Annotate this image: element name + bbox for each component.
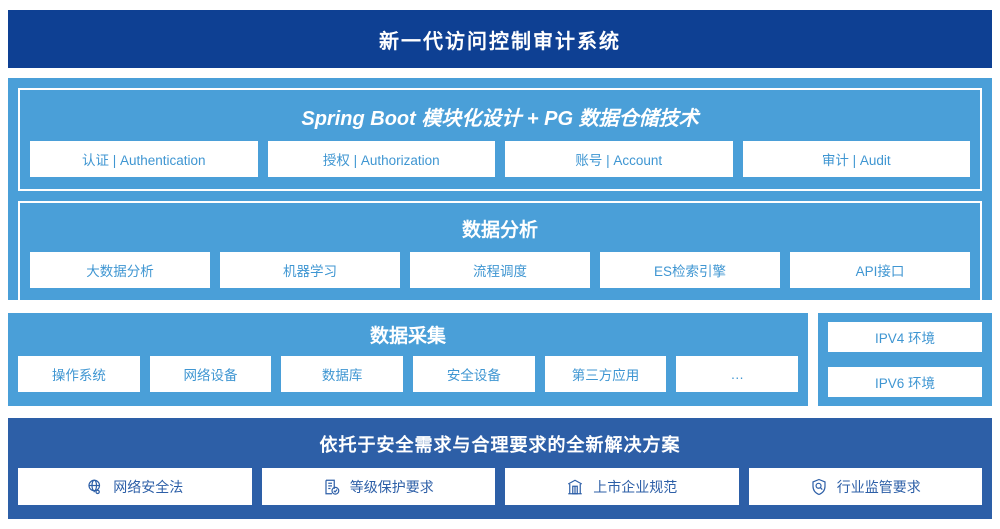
chip-api-interface[interactable]: API接口 [790,252,970,288]
platform-panel: Spring Boot 模块化设计 + PG 数据仓储技术 认证 | Authe… [8,78,992,302]
solution-title: 依托于安全需求与合理要求的全新解决方案 [319,435,681,455]
chip-ipv4-environment[interactable]: IPV4 环境 [828,322,982,352]
chip-operating-system-label: 操作系统 [51,368,106,383]
chip-es-search-engine-label: ES检索引擎 [653,264,726,279]
chip-cybersecurity-law[interactable]: 网络安全法 [18,468,252,505]
collection-row: 数据采集 操作系统 网络设备 数据库 安全设备 第三方应用 … [8,313,992,406]
chip-listed-company-standard[interactable]: 上市企业规范 [505,468,739,505]
shield-search-icon [810,478,828,496]
page-title: 新一代访问控制审计系统 [379,30,621,53]
chip-network-device-label: 网络设备 [183,368,238,383]
chip-database[interactable]: 数据库 [281,356,404,392]
chip-classified-protection[interactable]: 等级保护要求 [261,468,495,505]
solution-panel: 依托于安全需求与合理要求的全新解决方案 网络安全法 [8,418,992,519]
chip-ipv6-environment[interactable]: IPV6 环境 [828,367,982,397]
chip-ipv6-environment-label: IPV6 环境 [874,376,936,391]
chip-industry-supervision[interactable]: 行业监管要求 [748,468,982,505]
chip-operating-system[interactable]: 操作系统 [18,356,140,392]
chip-network-device[interactable]: 网络设备 [149,356,272,392]
chip-industry-supervision-label: 行业监管要求 [836,478,921,495]
platform-section-springboot: Spring Boot 模块化设计 + PG 数据仓储技术 认证 | Authe… [18,88,982,191]
chip-account-label: 账号 | Account [575,153,663,168]
chip-api-interface-label: API接口 [855,264,905,279]
chip-es-search-engine[interactable]: ES检索引擎 [600,252,780,288]
chip-big-data-analysis-label: 大数据分析 [86,264,154,279]
chip-authorization[interactable]: 授权 | Authorization [267,141,495,177]
platform-section-springboot-title: Spring Boot 模块化设计 + PG 数据仓储技术 [301,108,699,130]
chip-authorization-label: 授权 | Authorization [322,153,440,168]
chip-authentication-label: 认证 | Authentication [81,153,206,168]
chip-third-party-app-label: 第三方应用 [571,368,640,383]
chip-third-party-app[interactable]: 第三方应用 [544,356,667,392]
document-check-icon [323,478,341,496]
collection-panel: 数据采集 操作系统 网络设备 数据库 安全设备 第三方应用 … [8,313,808,406]
chip-security-device-label: 安全设备 [446,368,501,383]
platform-section-analytics-title: 数据分析 [461,220,538,241]
chip-machine-learning-label: 机器学习 [283,264,337,279]
chip-ipv4-environment-label: IPV4 环境 [874,331,936,346]
chip-classified-protection-label: 等级保护要求 [349,478,434,495]
solution-items: 网络安全法 等级保护要求 [18,468,982,505]
chip-machine-learning[interactable]: 机器学习 [220,252,400,288]
collection-items: 操作系统 网络设备 数据库 安全设备 第三方应用 … [18,356,799,392]
chip-more-label: … [730,366,744,382]
chip-process-scheduling[interactable]: 流程调度 [410,252,590,288]
platform-section-analytics: 数据分析 大数据分析 机器学习 流程调度 ES检索引擎 API接口 [18,201,982,302]
chip-cybersecurity-law-label: 网络安全法 [113,478,184,495]
chip-database-label: 数据库 [321,368,363,383]
page-title-bar: 新一代访问控制审计系统 [8,10,992,68]
collection-title: 数据采集 [369,326,446,347]
chip-account[interactable]: 账号 | Account [505,141,733,177]
chip-audit[interactable]: 审计 | Audit [742,141,970,177]
platform-section-springboot-items: 认证 | Authentication 授权 | Authorization 账… [30,141,970,177]
bank-building-icon [566,478,584,496]
chip-more[interactable]: … [676,356,799,392]
chip-listed-company-standard-label: 上市企业规范 [593,478,678,495]
globe-network-icon [86,478,104,496]
chip-security-device[interactable]: 安全设备 [413,356,535,392]
chip-authentication[interactable]: 认证 | Authentication [30,141,258,177]
environment-panel: IPV4 环境 IPV6 环境 [818,313,992,406]
platform-section-analytics-items: 大数据分析 机器学习 流程调度 ES检索引擎 API接口 [30,252,970,288]
chip-process-scheduling-label: 流程调度 [473,264,527,279]
chip-big-data-analysis[interactable]: 大数据分析 [30,252,210,288]
chip-audit-label: 审计 | Audit [821,153,891,168]
